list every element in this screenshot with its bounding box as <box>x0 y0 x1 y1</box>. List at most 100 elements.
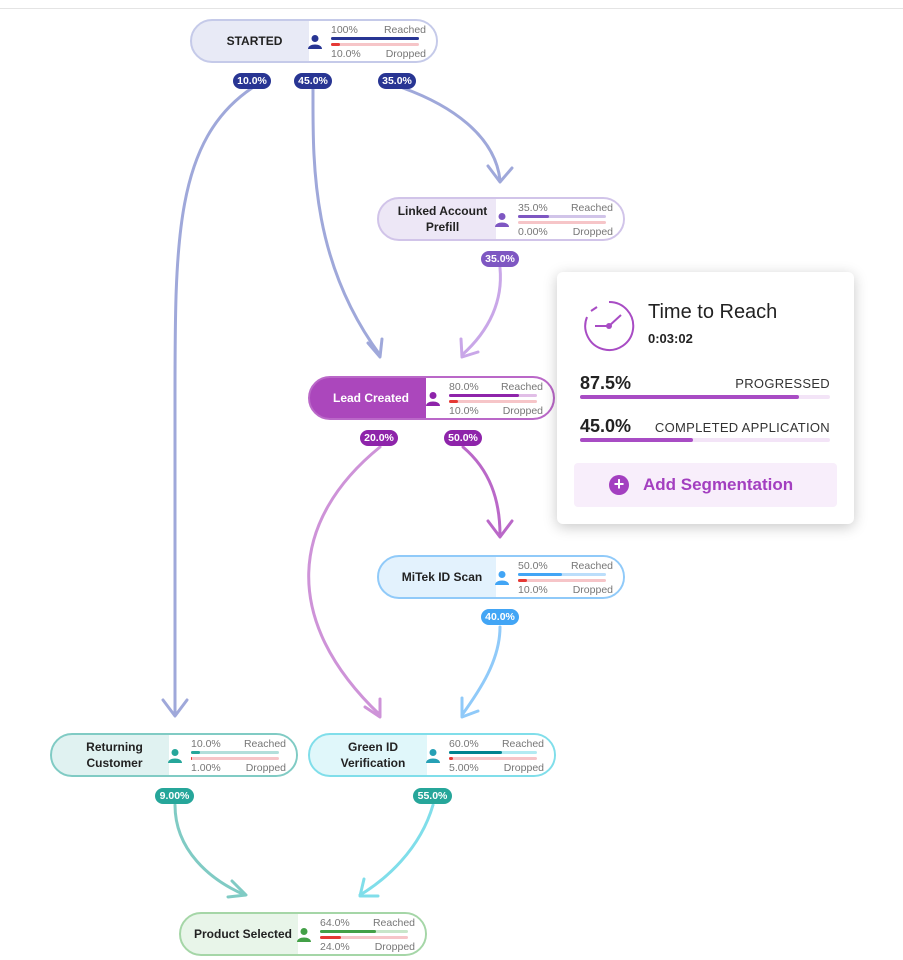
reached-label: Reached <box>500 381 543 393</box>
progressed-bar <box>580 395 830 399</box>
node-stats <box>496 557 623 597</box>
dropped-label: Dropped <box>385 48 426 60</box>
completed-label: COMPLETED APPLICATION <box>654 420 830 435</box>
flow-lead-to-mitek <box>461 445 502 537</box>
flow-started-to-returning <box>173 86 254 717</box>
node-label: Linked Account Prefill <box>397 204 488 234</box>
reached-label: Reached <box>501 738 544 750</box>
dropped-value: 10.0% <box>449 405 479 417</box>
node-label: Returning Customer <box>86 740 143 770</box>
user-icon <box>297 928 311 942</box>
add-segmentation-label: Add Segmentation <box>643 475 794 494</box>
user-icon <box>168 749 182 763</box>
dropped-label: Dropped <box>502 405 543 417</box>
dropped-bar <box>449 757 537 760</box>
reached-bar <box>518 573 606 576</box>
node-started[interactable]: STARTED 100% Reached 10.0% Dropped <box>190 19 438 63</box>
node-returning-customer[interactable]: Returning Customer 10.0% Reached 1.00% D… <box>50 733 298 777</box>
add-segmentation-button[interactable]: + Add Segmentation <box>574 463 837 507</box>
reached-bar <box>191 751 279 754</box>
reached-bar <box>320 930 408 933</box>
flow-lead-to-green <box>307 445 382 717</box>
plus-circle-icon: + <box>609 475 629 495</box>
dropped-bar <box>449 400 537 403</box>
flow-pill-lead-to-green[interactable]: 20.0% <box>360 430 398 446</box>
node-label: STARTED <box>226 34 283 48</box>
reached-value: 50.0% <box>518 560 548 572</box>
reached-value: 35.0% <box>518 202 548 214</box>
dropped-label: Dropped <box>374 941 415 953</box>
flow-pill-green-to-product[interactable]: 55.0% <box>413 788 452 804</box>
node-label: Lead Created <box>332 391 410 405</box>
card-title: Time to Reach <box>648 301 778 323</box>
reached-bar <box>449 751 537 754</box>
dropped-bar <box>331 43 419 46</box>
completed-bar <box>580 438 830 442</box>
reached-label: Reached <box>243 738 286 750</box>
reached-bar <box>449 394 537 397</box>
dropped-value: 10.0% <box>331 48 361 60</box>
dropped-bar <box>320 936 408 939</box>
dropped-bar <box>191 757 279 760</box>
time-to-reach-card: Time to Reach 0:03:02 87.5% PROGRESSED 4… <box>557 272 854 524</box>
flow-returning-to-product <box>173 803 247 897</box>
dropped-label: Dropped <box>503 762 544 774</box>
node-label: Green ID Verification <box>340 740 406 770</box>
flow-pill-returning-to-product[interactable]: 9.00% <box>155 788 194 804</box>
user-icon <box>426 749 440 763</box>
node-product-selected[interactable]: Product Selected 64.0% Reached 24.0% Dro… <box>179 912 427 956</box>
arrowhead <box>366 337 384 359</box>
reached-label: Reached <box>570 202 613 214</box>
arrowhead <box>486 164 514 184</box>
reached-label: Reached <box>372 917 415 929</box>
flow-pill-mitek-to-green[interactable]: 40.0% <box>481 609 519 625</box>
arrowhead <box>358 877 380 898</box>
node-label: MiTek ID Scan <box>401 570 483 584</box>
node-stats <box>298 914 425 954</box>
reached-value: 80.0% <box>449 381 479 393</box>
arrowhead <box>459 337 480 359</box>
dropped-label: Dropped <box>572 584 613 596</box>
arrowhead <box>486 519 514 539</box>
user-icon <box>495 213 509 227</box>
dropped-value: 1.00% <box>191 762 221 774</box>
time-value: 0:03:02 <box>648 331 693 346</box>
node-green-id-verification[interactable]: Green ID Verification 60.0% Reached 5.00… <box>308 733 556 777</box>
flow-pill-started-to-returning[interactable]: 10.0% <box>233 73 271 89</box>
dropped-label: Dropped <box>572 226 613 238</box>
node-linked-account-prefill[interactable]: Linked Account Prefill 35.0% Reached 0.0… <box>377 197 625 241</box>
arrowhead <box>161 698 189 718</box>
node-stats <box>496 199 623 239</box>
flow-pill-started-to-lead[interactable]: 45.0% <box>294 73 332 89</box>
dropped-bar <box>518 221 606 224</box>
flow-pill-started-to-linked[interactable]: 35.0% <box>378 73 416 89</box>
dropped-value: 10.0% <box>518 584 548 596</box>
node-mitek-id-scan[interactable]: MiTek ID Scan 50.0% Reached 10.0% Droppe… <box>377 555 625 599</box>
node-lead-created[interactable]: Lead Created 80.0% Reached 10.0% Dropped <box>308 376 555 420</box>
dropped-value: 5.00% <box>449 762 479 774</box>
reached-value: 60.0% <box>449 738 479 750</box>
top-divider <box>0 8 903 9</box>
user-icon <box>308 35 322 49</box>
reached-value: 10.0% <box>191 738 221 750</box>
flow-started-to-lead <box>311 86 382 357</box>
node-label: Product Selected <box>193 927 293 941</box>
dropped-value: 24.0% <box>320 941 350 953</box>
reached-label: Reached <box>383 24 426 36</box>
user-icon <box>426 392 440 406</box>
node-stats <box>427 735 554 775</box>
dropped-bar <box>518 579 606 582</box>
reached-value: 64.0% <box>320 917 350 929</box>
arrowhead <box>460 696 480 719</box>
dropped-value: 0.00% <box>518 226 548 238</box>
flow-started-to-linked <box>401 86 502 182</box>
node-stats <box>169 735 296 775</box>
completed-value: 45.0% <box>580 416 632 436</box>
flow-pill-lead-to-mitek[interactable]: 50.0% <box>444 430 482 446</box>
arrowhead <box>226 879 248 899</box>
reached-bar <box>518 215 606 218</box>
flow-mitek-to-green <box>460 625 502 717</box>
node-stats <box>426 378 553 418</box>
flow-pill-linked-to-lead[interactable]: 35.0% <box>481 251 519 267</box>
